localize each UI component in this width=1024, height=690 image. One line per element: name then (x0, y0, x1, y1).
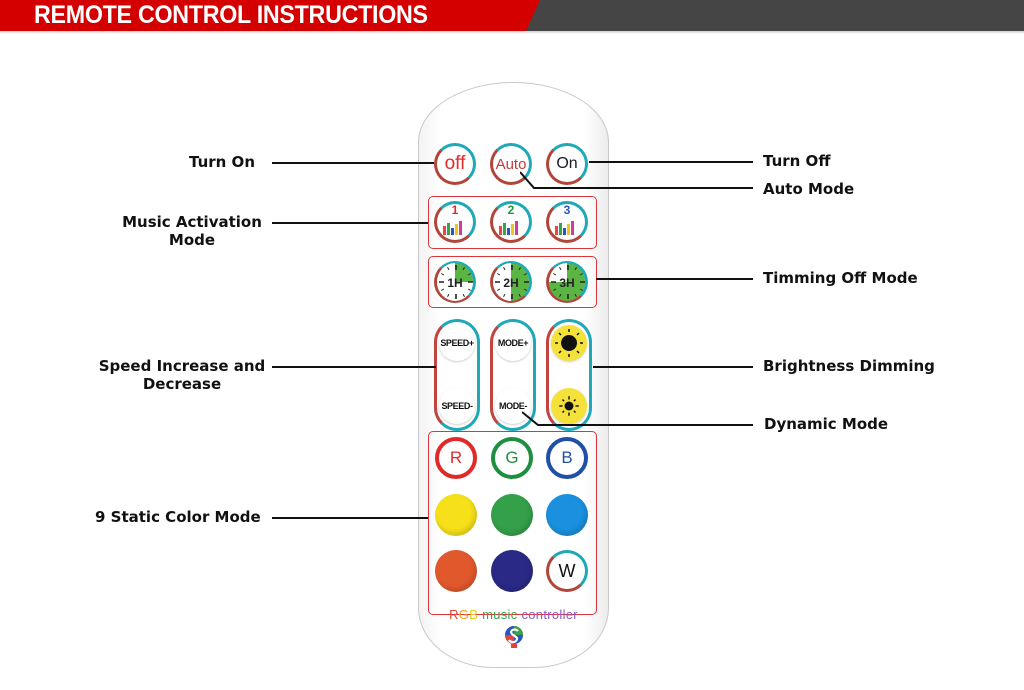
brand-char: B (469, 607, 483, 622)
label-brightness: Brightness Dimming (763, 357, 935, 375)
static-color-group (428, 431, 597, 615)
clock-ticks (439, 265, 473, 299)
clock-icon: 3H (549, 263, 585, 301)
bulb-logo-icon (505, 626, 523, 648)
leader-line-speed (272, 366, 436, 368)
on-button[interactable]: On (546, 143, 588, 185)
timer-1h-button[interactable]: 1H (434, 261, 476, 303)
label-line: Mode (168, 231, 216, 249)
leader-line-static (272, 517, 428, 519)
brand-word: music (482, 607, 522, 622)
leader-line-timing (596, 278, 753, 280)
label-auto-mode: Auto Mode (763, 180, 855, 198)
leader-line-turn-off (589, 161, 753, 163)
orange-button[interactable] (435, 550, 477, 592)
leader-line-dynamic (522, 411, 753, 426)
music-mode-group (428, 196, 597, 249)
light-blue-button[interactable] (546, 494, 588, 536)
dark-blue-button[interactable] (491, 550, 533, 592)
mode-pill: MODE+ MODE- (490, 319, 536, 431)
timer-label: 1H (447, 276, 463, 290)
speed-pill: SPEED+ SPEED- (434, 319, 480, 431)
label-line: Music Activation (122, 213, 262, 231)
blue-label: B (561, 448, 573, 467)
auto-button-label: Auto (495, 155, 527, 173)
white-label: W (558, 560, 576, 581)
clock-ticks (551, 265, 585, 299)
label-music-activation: Music Activation Mode (118, 213, 266, 249)
clock-ticks (495, 265, 529, 299)
sun-large-icon (555, 329, 583, 357)
equalizer-icon: 2 (496, 203, 526, 237)
equalizer-icon: 3 (552, 203, 582, 237)
label-line: Decrease (142, 375, 222, 393)
brand-char: G (458, 607, 470, 622)
brightness-up-button[interactable] (551, 325, 587, 361)
label-speed: Speed Increase and Decrease (96, 357, 268, 393)
page-title: REMOTE CONTROL INSTRUCTIONS (34, 1, 428, 29)
label-line: Speed Increase and (98, 357, 266, 375)
leader-line-music (272, 222, 428, 224)
header-shadow (0, 31, 1024, 34)
speed-down-button[interactable]: SPEED- (439, 388, 475, 424)
timer-label: 2H (503, 276, 519, 290)
timer-label: 3H (559, 276, 575, 290)
red-button[interactable]: R (435, 437, 477, 479)
mode-up-button[interactable]: MODE+ (495, 325, 531, 361)
equalizer-icon: 1 (440, 203, 470, 237)
timer-group (428, 256, 597, 308)
off-button[interactable]: off (434, 143, 476, 185)
remote-control: off Auto On 1 2 3 (418, 82, 609, 668)
clock-icon: 1H (437, 263, 473, 301)
green-label: G (505, 448, 519, 467)
label-turn-on: Turn On (189, 153, 255, 171)
label-static-color: 9 Static Color Mode (95, 508, 261, 526)
yellow-button[interactable] (435, 494, 477, 536)
brightness-down-button[interactable] (551, 388, 587, 424)
brightness-pill (546, 319, 592, 431)
header-red-stripe (0, 0, 540, 31)
red-label: R (449, 448, 463, 467)
green-button[interactable]: G (491, 437, 533, 479)
mode-down-button[interactable]: MODE- (495, 388, 531, 424)
label-timing-off: Timming Off Mode (763, 269, 918, 287)
label-dynamic-mode: Dynamic Mode (764, 415, 889, 433)
music-mode-1-button[interactable]: 1 (434, 201, 476, 243)
on-button-label: On (556, 155, 578, 172)
leader-line-auto (520, 171, 753, 189)
music-mode-2-button[interactable]: 2 (490, 201, 532, 243)
brand-word: controller (521, 607, 578, 622)
blue-button[interactable]: B (546, 437, 588, 479)
timer-3h-button[interactable]: 3H (546, 261, 588, 303)
white-button[interactable]: W (546, 550, 588, 592)
label-turn-off: Turn Off (763, 152, 831, 170)
clock-icon: 2H (493, 263, 529, 301)
off-button-label: off (444, 153, 466, 174)
music-mode-number: 3 (563, 203, 571, 217)
music-mode-number: 2 (507, 203, 515, 217)
timer-2h-button[interactable]: 2H (490, 261, 532, 303)
sun-small-icon (559, 396, 579, 416)
green-color-button[interactable] (491, 494, 533, 536)
brand-char: R (449, 607, 459, 622)
leader-line-brightness (593, 366, 753, 368)
music-mode-number: 1 (451, 203, 459, 217)
header-banner: REMOTE CONTROL INSTRUCTIONS (0, 0, 1024, 31)
leader-line-turn-on (272, 162, 434, 164)
speed-up-button[interactable]: SPEED+ (439, 325, 475, 361)
music-mode-3-button[interactable]: 3 (546, 201, 588, 243)
brand-text: RGB music controller (419, 607, 608, 622)
